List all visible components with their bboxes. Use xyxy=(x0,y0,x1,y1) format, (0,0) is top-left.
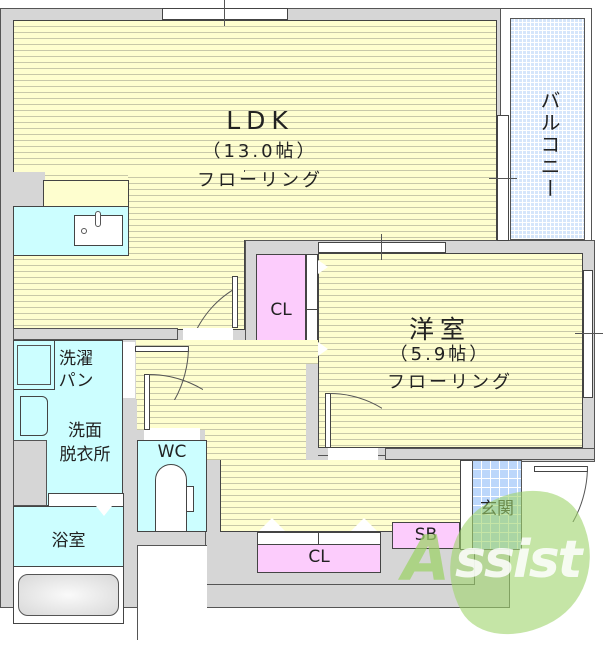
hallway-wall-ldk xyxy=(13,328,178,340)
closet-main-door-arrow-1 xyxy=(318,260,328,274)
window-top xyxy=(162,8,288,20)
washer-label-2: パン xyxy=(58,371,94,391)
ldk-size: （13.0帖） xyxy=(202,141,318,162)
ldk-name: LDK xyxy=(226,106,294,135)
western-size: （5.9帖） xyxy=(389,344,491,365)
faucet-icon xyxy=(95,211,101,227)
drain-icon xyxy=(81,228,87,234)
closet-main-label: CL xyxy=(270,300,292,320)
washroom-wall-lower xyxy=(13,440,47,506)
western-wall-bottom xyxy=(385,448,595,460)
bathtub-basin xyxy=(18,574,119,616)
bath-label: 浴室 xyxy=(51,531,86,551)
washer-label-1: 洗濯 xyxy=(59,349,93,369)
washroom-door[interactable] xyxy=(123,342,135,398)
bathroom xyxy=(13,506,124,576)
ldk-floor xyxy=(13,20,497,172)
toilet-bowl xyxy=(155,464,187,532)
vanity xyxy=(20,396,48,436)
balcony-door-mark xyxy=(489,178,517,179)
washroom-label-2: 脱衣所 xyxy=(59,445,111,465)
logo-text-rest: ssist xyxy=(455,530,583,590)
closet-hall-arrow-1 xyxy=(259,518,285,531)
hallway-wall-right xyxy=(306,364,318,460)
ldk-door-opening[interactable] xyxy=(183,328,233,340)
logo-letter-a: A xyxy=(402,522,450,595)
closet-hall-arrow-2 xyxy=(351,518,377,531)
washer-pan xyxy=(13,340,55,390)
washroom-label-1: 洗面 xyxy=(68,421,102,441)
wc-wall-left xyxy=(123,400,137,546)
closet-main-door-split xyxy=(306,309,318,310)
bath-threshold xyxy=(48,493,124,507)
ldk-door-leaf[interactable] xyxy=(232,276,238,328)
closet-main-door-arrow-2 xyxy=(318,342,328,356)
western-name: 洋室 xyxy=(408,315,471,344)
closet-hall[interactable] xyxy=(257,544,381,573)
shoe-box-label: SB xyxy=(414,525,438,545)
wc-door-opening[interactable] xyxy=(144,428,200,440)
exterior-cutout xyxy=(137,545,207,640)
window-western-right-mark xyxy=(575,333,603,334)
toilet-tank xyxy=(186,486,194,512)
western-door-opening[interactable] xyxy=(328,448,378,460)
closet-hall-label: CL xyxy=(308,547,330,567)
bath-door-arrow xyxy=(96,506,112,516)
ldk-floor-type: フローリング xyxy=(197,170,323,191)
kitchen-notch xyxy=(13,172,45,206)
western-floor-type: フローリング xyxy=(387,372,513,393)
window-western-top-mark xyxy=(381,234,382,260)
shoe-box[interactable] xyxy=(392,522,460,549)
washer-pan-inner xyxy=(17,345,51,385)
window-western-top xyxy=(318,242,446,253)
closet-hall-door-split xyxy=(318,532,319,545)
hallway-floor-2 xyxy=(205,340,318,460)
window-top-mark xyxy=(224,0,225,26)
wc-label: WC xyxy=(157,442,187,462)
balcony-label: バルコニー xyxy=(537,90,561,200)
window-western-right xyxy=(583,270,593,398)
kitchen-counter-top xyxy=(43,180,129,208)
ldk-floor-mid xyxy=(128,172,497,240)
balcony xyxy=(510,18,585,240)
